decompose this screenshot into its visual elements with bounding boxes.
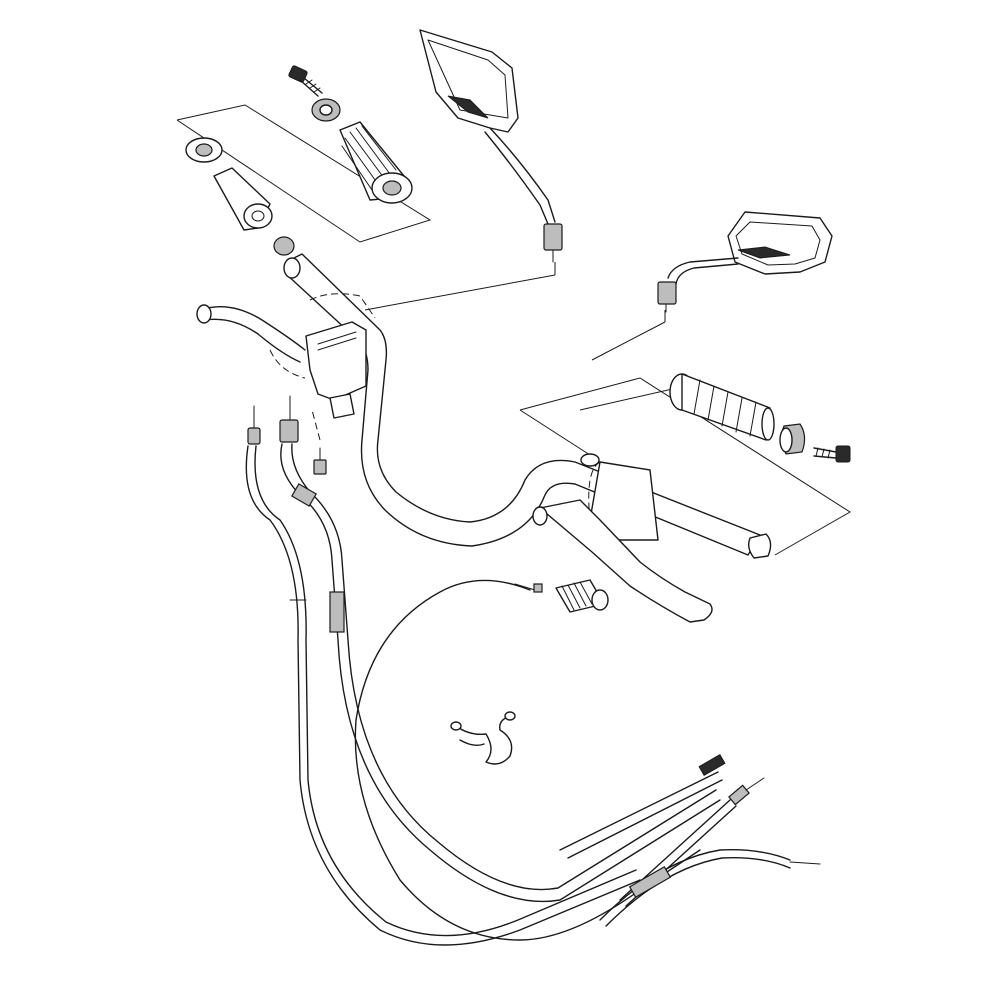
throttle-housing <box>588 461 659 541</box>
mirror-leader-lines <box>364 262 666 361</box>
clutch-cable <box>354 579 701 941</box>
left-grip-washer <box>185 137 223 163</box>
right-handlebar-grip <box>669 373 775 441</box>
left-handlebar-grip <box>339 121 413 204</box>
clutch-perch-screw <box>311 409 327 475</box>
left-bar-end-weight <box>311 98 341 122</box>
lower-cable-ends <box>559 753 821 927</box>
right-mirror <box>657 211 833 313</box>
right-bar-end-spacer <box>747 533 772 559</box>
cable-adjuster <box>555 579 609 613</box>
right-grip-screw <box>813 445 851 463</box>
left-bar-end-spacer <box>273 236 295 256</box>
throttle-cable-1 <box>245 405 641 946</box>
throttle-cable-2 <box>279 395 721 903</box>
handlebar <box>283 253 761 556</box>
left-grip-screw <box>288 65 323 97</box>
clutch-lever <box>196 304 306 379</box>
left-switch-housing <box>305 293 376 419</box>
brake-lever <box>532 499 713 623</box>
left-grip-callout-bracket <box>176 104 432 243</box>
right-bar-end-weight <box>779 423 806 455</box>
left-mirror <box>419 29 563 263</box>
throttle-sleeve <box>213 167 273 231</box>
cable-clamp <box>450 711 516 765</box>
